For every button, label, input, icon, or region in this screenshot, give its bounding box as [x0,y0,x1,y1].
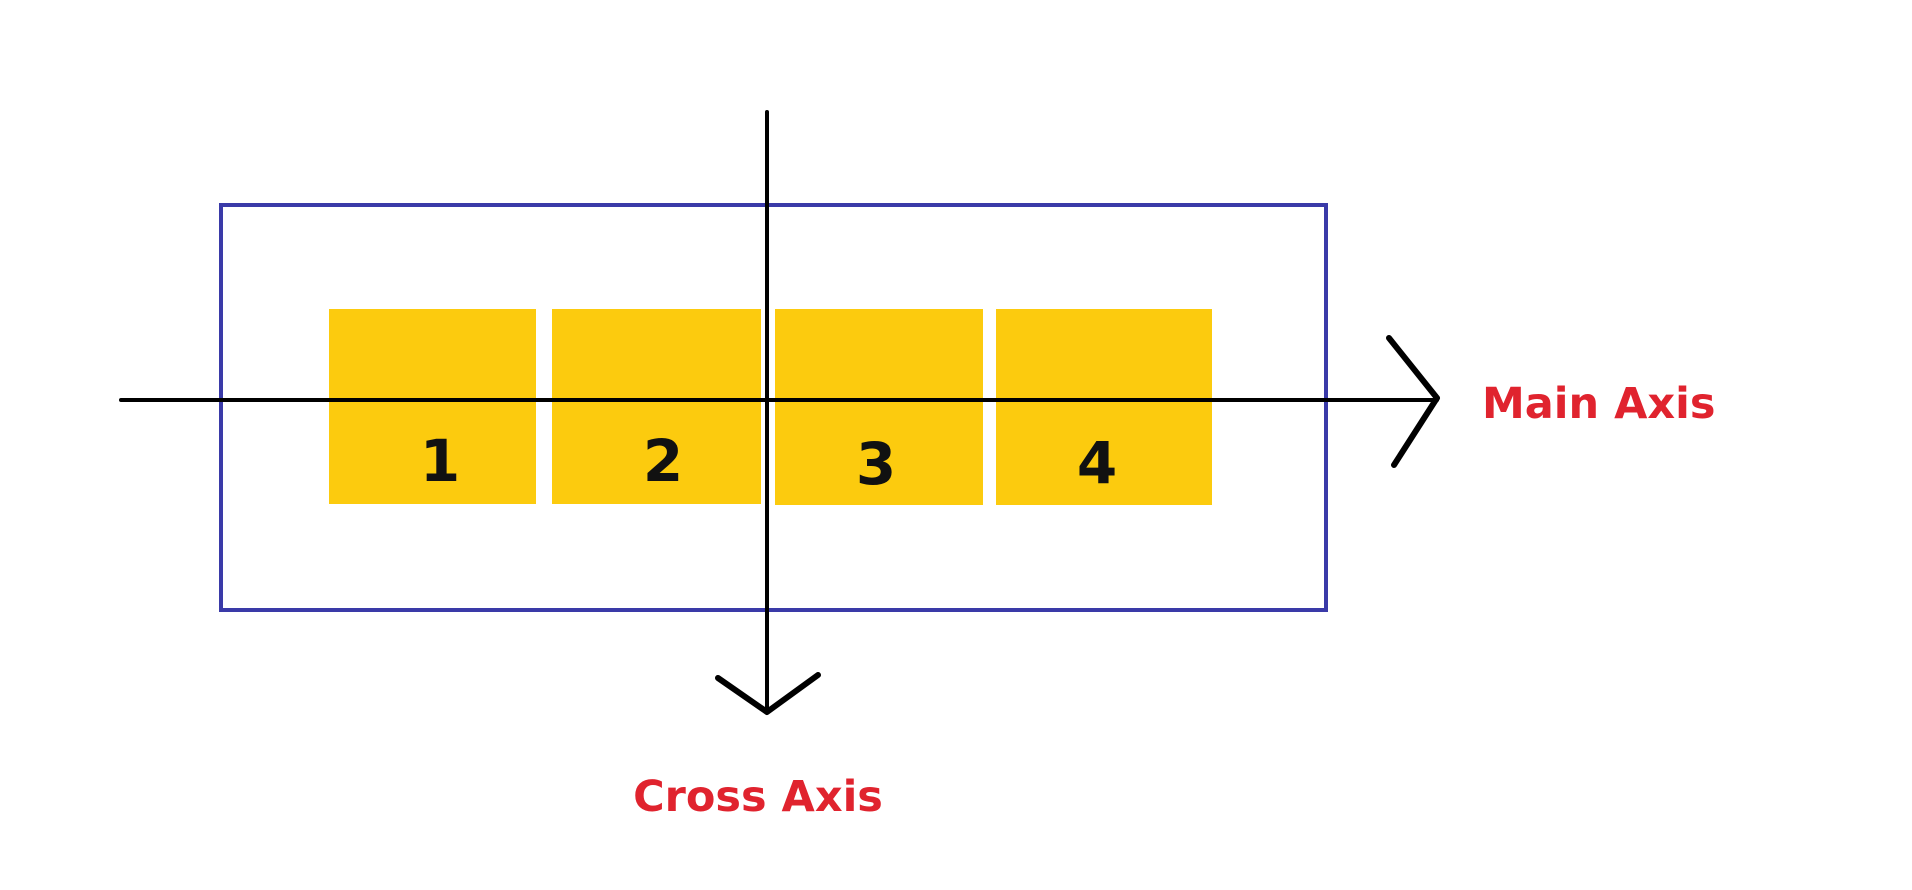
flex-item-2 [552,309,761,504]
main-axis-arrowhead [1386,335,1440,468]
flex-item-2-label: 2 [643,427,683,495]
flex-item-1-label: 1 [420,427,460,495]
cross-axis-arrowhead [715,672,821,715]
flex-item-3 [775,309,983,505]
cross-axis-label: Cross Axis [633,772,883,822]
flex-item-4 [996,309,1212,505]
main-axis-label: Main Axis [1482,379,1715,429]
flex-item-1 [329,309,536,504]
flex-container [219,203,1328,612]
flex-item-4-label: 4 [1077,429,1117,497]
flex-item-3-label: 3 [856,430,896,498]
